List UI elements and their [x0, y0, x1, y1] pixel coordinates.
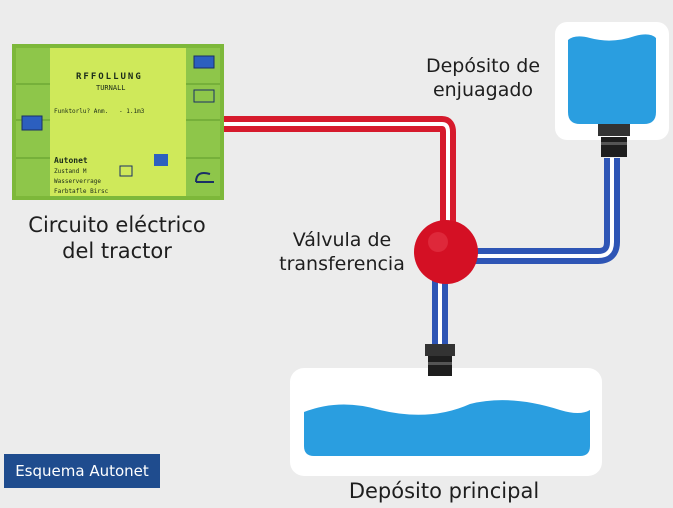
terminal-empty-icon	[193, 89, 215, 103]
screen-section: Autonet	[54, 156, 88, 165]
rinse-tank-water	[568, 34, 656, 124]
red-pipe	[222, 116, 456, 236]
main-tank-connector	[428, 356, 452, 376]
screen-line-3: Wasserverrage	[54, 178, 101, 185]
terminal-tank-icon	[193, 55, 215, 69]
tractor-label-line-2: del tractor	[62, 239, 172, 263]
terminal-return-icon	[195, 172, 214, 183]
main-tank-label: Depósito principal	[348, 479, 540, 503]
screen-title: RFFOLLUNG	[76, 72, 143, 82]
screen-subtitle: TURNALL	[96, 84, 126, 92]
rinse-tank-label: Depósito de enjuagado	[408, 54, 558, 102]
terminal-autonet-icon	[154, 154, 168, 166]
main-tank-inlet	[425, 344, 455, 356]
rinse-tank-outlet	[598, 124, 630, 136]
tractor-terminal	[12, 44, 224, 200]
main-tank-water	[304, 400, 590, 456]
caption-badge: Esquema Autonet	[4, 454, 160, 488]
valve-label-line-1: Válvula de	[292, 229, 392, 251]
transfer-valve	[414, 220, 478, 284]
valve-label-line-2: transferencia	[279, 253, 405, 275]
screen-line-4: Farbtafle Birsc	[54, 188, 109, 195]
rinse-label-line-1: Depósito de	[425, 55, 541, 77]
tractor-label-line-1: Circuito eléctrico	[28, 213, 206, 237]
blue-pipe-rinse	[466, 158, 620, 264]
terminal-screen	[50, 48, 186, 196]
rinse-tank-connector	[601, 137, 627, 157]
valve-label: Válvula de transferencia	[270, 228, 414, 276]
screen-line-2: Zustand M	[54, 168, 94, 175]
screen-line-1: Funktorlu? Anm. - 1.1m3	[54, 108, 145, 115]
terminal-side-icon	[21, 115, 43, 131]
rinse-label-line-2: enjuagado	[432, 79, 534, 101]
tractor-label: Circuito eléctrico del tractor	[14, 212, 220, 264]
